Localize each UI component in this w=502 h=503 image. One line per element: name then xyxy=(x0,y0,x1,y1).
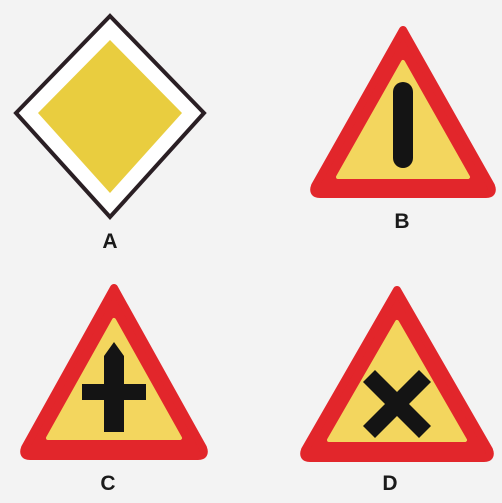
other-danger-icon xyxy=(393,82,413,168)
crossroads-no-priority-icon xyxy=(362,369,432,439)
sign-b[interactable] xyxy=(308,22,498,202)
label-b: B xyxy=(394,210,410,233)
warning-triangle-d-inner xyxy=(327,320,467,442)
label-c: C xyxy=(100,472,116,495)
sign-d[interactable] xyxy=(297,282,497,468)
crossroads-priority-icon xyxy=(82,342,146,432)
label-a: A xyxy=(102,230,118,253)
label-d: D xyxy=(382,472,398,495)
sign-c[interactable] xyxy=(18,280,210,466)
sign-a[interactable] xyxy=(12,12,212,222)
priority-road-inner-diamond xyxy=(38,40,182,193)
